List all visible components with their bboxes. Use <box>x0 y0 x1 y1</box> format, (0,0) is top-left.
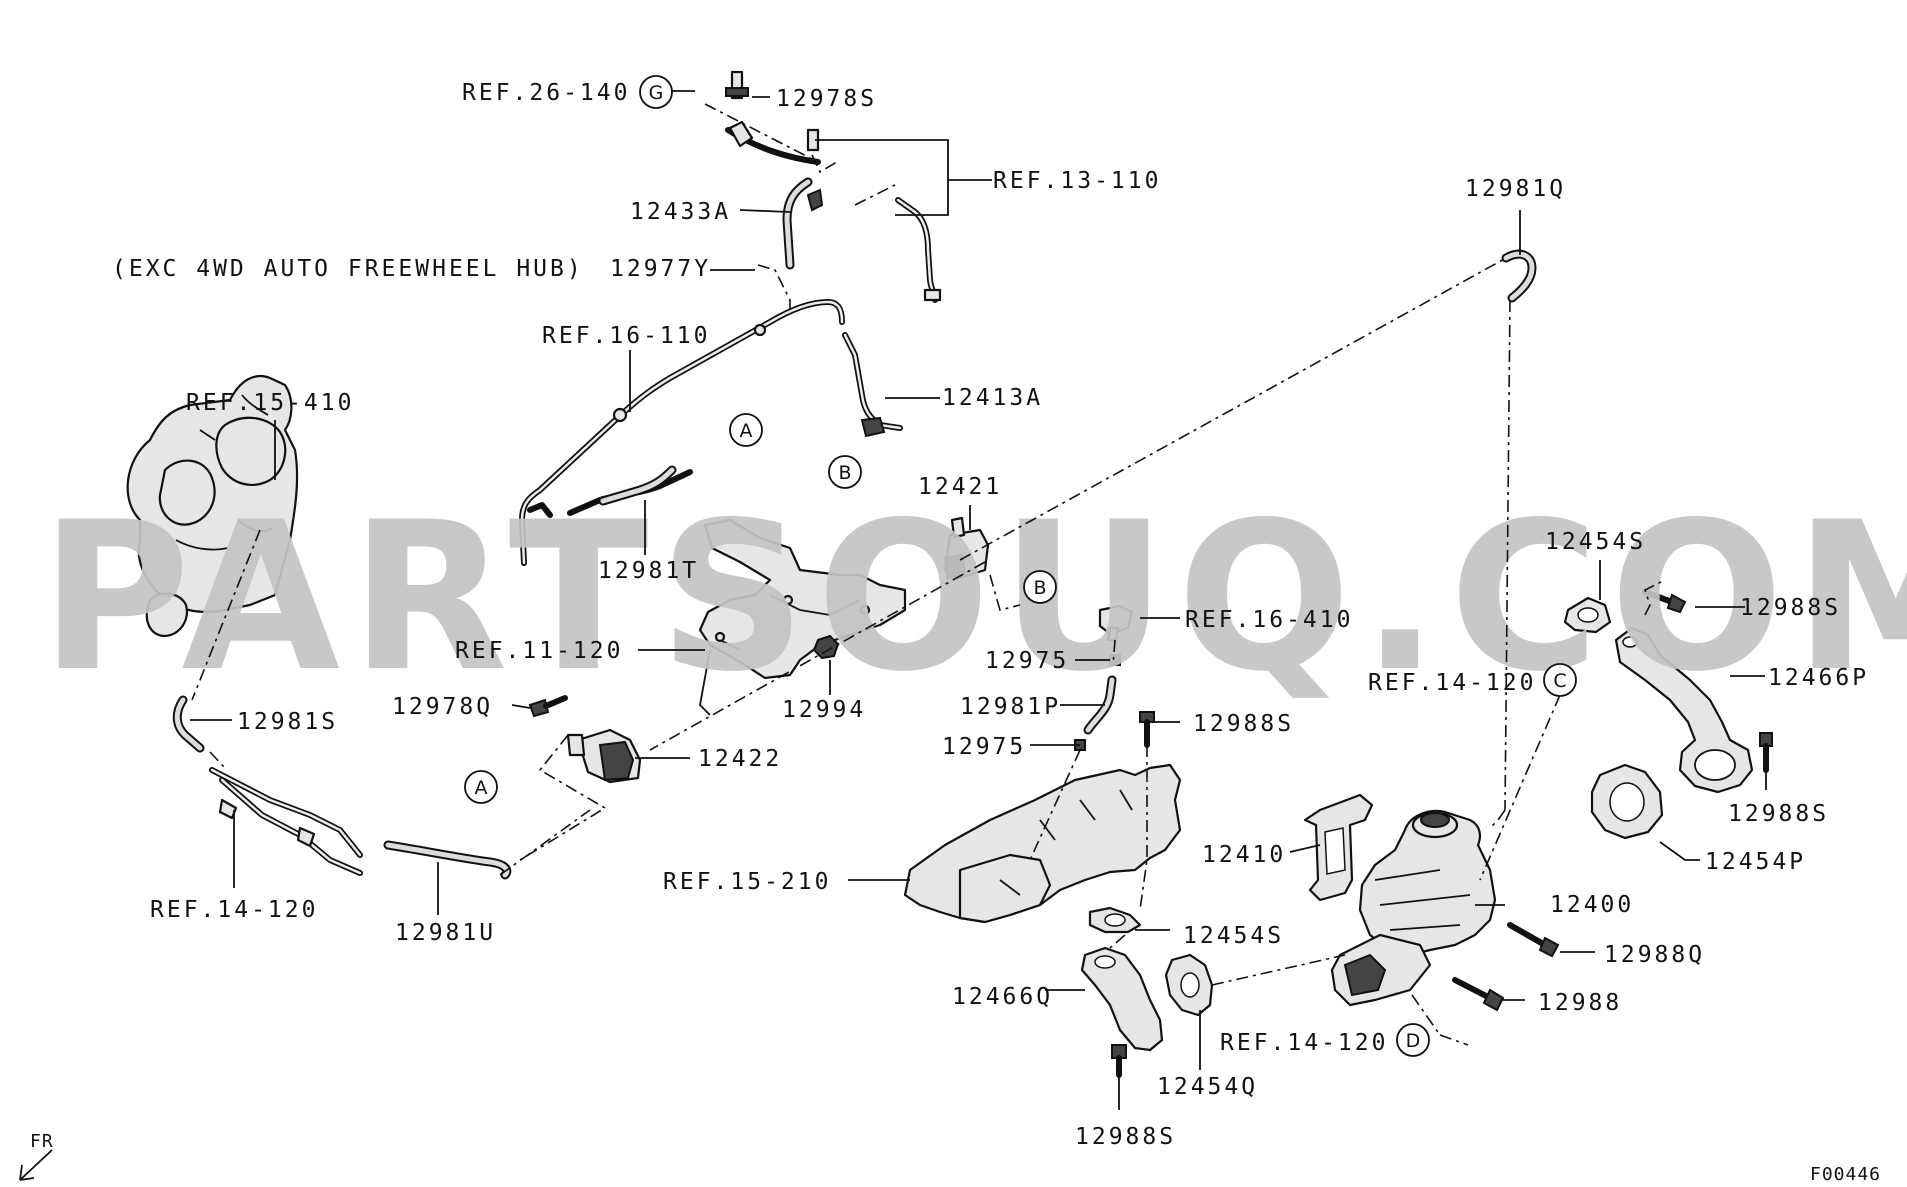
label-ref-14-120-d[interactable]: REF.14-120 <box>1220 1030 1388 1056</box>
svg-text:A: A <box>740 420 753 442</box>
label-12978s[interactable]: 12978S <box>776 86 877 112</box>
hose-12433a <box>782 177 824 270</box>
label-ref-11-120[interactable]: REF.11-120 <box>455 638 623 664</box>
connector-c[interactable]: C <box>1543 663 1577 697</box>
connector-markers: G A B B A C D <box>464 75 1577 1057</box>
hose-12981u <box>383 840 512 880</box>
label-12994[interactable]: 12994 <box>782 697 866 723</box>
bracket-11-120 <box>698 518 907 716</box>
label-12422[interactable]: 12422 <box>698 746 782 772</box>
pipe-14-120-left <box>209 767 363 876</box>
label-12978q[interactable]: 12978Q <box>392 694 493 720</box>
connector-g[interactable]: G <box>639 75 673 109</box>
dashed-connections <box>191 103 1666 1046</box>
label-12413a[interactable]: 12413A <box>942 385 1043 411</box>
bolt-12988s-center <box>1139 711 1155 748</box>
label-12400[interactable]: 12400 <box>1550 892 1634 918</box>
label-12975-upper[interactable]: 12975 <box>985 648 1069 674</box>
gasket-12410 <box>1303 793 1374 902</box>
label-12454q[interactable]: 12454Q <box>1157 1074 1258 1100</box>
label-12466q[interactable]: 12466Q <box>952 984 1053 1010</box>
label-12975-lower[interactable]: 12975 <box>942 734 1026 760</box>
bolt-12988s-right <box>1759 732 1773 773</box>
label-12981q[interactable]: 12981Q <box>1465 176 1566 202</box>
connector-b-top[interactable]: B <box>828 455 862 489</box>
gasket-12454s-upper <box>1563 596 1612 634</box>
svg-text:A: A <box>475 777 488 799</box>
label-ref-26-140[interactable]: REF.26-140 <box>462 80 630 106</box>
hose-12981p <box>1074 654 1121 751</box>
pipe-12413a <box>842 197 942 438</box>
label-12410[interactable]: 12410 <box>1202 842 1286 868</box>
wire-26-140 <box>725 70 821 165</box>
label-12454p[interactable]: 12454P <box>1705 849 1806 875</box>
label-12977y[interactable]: 12977Y <box>610 256 711 282</box>
exclusion-note: (EXC 4WD AUTO FREEWHEEL HUB) <box>112 256 584 282</box>
label-ref-15-410[interactable]: REF.15-410 <box>186 390 354 416</box>
svg-text:D: D <box>1406 1030 1421 1052</box>
watermark: PARTSOUQ.COM <box>40 479 1907 717</box>
label-12981t[interactable]: 12981T <box>598 558 699 584</box>
label-12981u[interactable]: 12981U <box>395 920 496 946</box>
label-12454s-lower[interactable]: 12454S <box>1183 923 1284 949</box>
hose-12981q <box>1501 249 1537 303</box>
part-labels: REF.26-140 12978S REF.13-110 12433A (EXC… <box>112 80 1869 1150</box>
pipe-12466p <box>1614 626 1754 794</box>
svg-text:PARTSOUQ.COM: PARTSOUQ.COM <box>40 479 1907 717</box>
sensor-16-410 <box>1098 604 1134 642</box>
gasket-12454s-lower <box>1088 906 1142 934</box>
svg-text:C: C <box>1553 670 1566 692</box>
label-12988s-right[interactable]: 12988S <box>1728 801 1829 827</box>
label-12433a[interactable]: 12433A <box>630 199 731 225</box>
bolt-12988s-upper <box>1642 589 1687 614</box>
connector-d[interactable]: D <box>1396 1023 1430 1057</box>
label-ref-15-210[interactable]: REF.15-210 <box>663 869 831 895</box>
connector-b-mid[interactable]: B <box>1023 570 1057 604</box>
label-ref-14-120-left[interactable]: REF.14-120 <box>150 897 318 923</box>
svg-text:G: G <box>649 82 664 104</box>
turbocharger-drawing <box>126 374 299 638</box>
label-ref-14-120-c[interactable]: REF.14-120 <box>1368 670 1536 696</box>
front-arrow-icon <box>19 1149 53 1181</box>
intake-manifold-15-210 <box>903 763 1182 924</box>
label-12988s-bottom[interactable]: 12988S <box>1075 1124 1176 1150</box>
hose-12981t <box>567 465 693 516</box>
label-ref-13-110[interactable]: REF.13-110 <box>993 168 1161 194</box>
label-12466p[interactable]: 12466P <box>1768 665 1869 691</box>
leader-lines <box>190 90 1767 1110</box>
label-12421[interactable]: 12421 <box>918 474 1002 500</box>
bolt-12988 <box>1452 977 1505 1012</box>
vacuum-pipe-16-110 <box>519 299 845 566</box>
label-12988q[interactable]: 12988Q <box>1604 942 1705 968</box>
gasket-12454p <box>1590 763 1664 840</box>
nut-12994 <box>812 634 840 660</box>
label-12988s-upper[interactable]: 12988S <box>1740 595 1841 621</box>
connector-a-bottom[interactable]: A <box>464 770 498 804</box>
connector-a-top[interactable]: A <box>729 413 763 447</box>
svg-text:B: B <box>838 462 851 484</box>
label-12981p[interactable]: 12981P <box>960 694 1061 720</box>
pipe-12466q <box>1080 946 1164 1052</box>
svg-text:FR: FR <box>30 1131 54 1152</box>
label-12454s-upper[interactable]: 12454S <box>1545 529 1646 555</box>
label-12988[interactable]: 12988 <box>1538 990 1622 1016</box>
bolt-12988s-bottom <box>1111 1044 1127 1078</box>
gasket-12454q <box>1164 953 1214 1017</box>
label-ref-16-410[interactable]: REF.16-410 <box>1185 607 1353 633</box>
bolt-12988q <box>1507 922 1560 958</box>
label-12988s-center[interactable]: 12988S <box>1193 711 1294 737</box>
front-arrow: FR <box>19 1131 54 1181</box>
label-ref-16-110[interactable]: REF.16-110 <box>542 323 710 349</box>
valve-12422 <box>566 728 642 784</box>
svg-text:B: B <box>1033 577 1046 599</box>
figure-code: F00446 <box>1810 1164 1881 1185</box>
label-12981s[interactable]: 12981S <box>237 709 338 735</box>
hose-12981s <box>172 695 205 753</box>
egr-valve-12400 <box>1330 809 1497 1007</box>
bolt-12978q <box>528 695 568 718</box>
